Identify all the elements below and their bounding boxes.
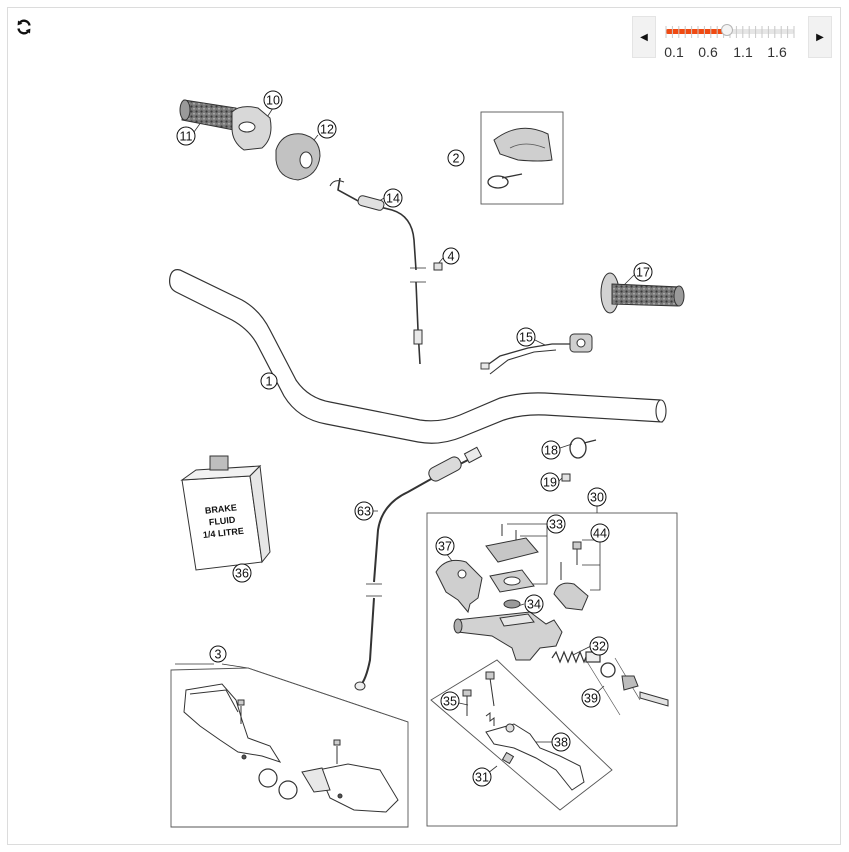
part-34-seal	[503, 599, 521, 609]
part-11-grip	[179, 99, 237, 131]
part-19-nut	[561, 473, 571, 482]
callout-label: 30	[590, 491, 604, 505]
zoom-tick-label: 1.1	[733, 44, 753, 60]
callout-37[interactable]: 37	[435, 536, 455, 556]
brake-fluid-label-line1: BRAKE	[204, 502, 237, 515]
zoom-slider-fill	[666, 29, 727, 34]
callout-36[interactable]: 36	[232, 563, 252, 583]
zoom-tick-label: 0.6	[698, 44, 718, 60]
zoom-out-button[interactable]: ◀	[632, 16, 656, 58]
zoom-slider-thumb[interactable]	[720, 24, 733, 36]
callout-4[interactable]: 4	[442, 247, 460, 265]
callout-label: 35	[443, 695, 457, 709]
callout-label: 37	[438, 540, 452, 554]
part-17-grip	[600, 272, 685, 314]
part-12-cover	[275, 133, 321, 181]
callout-35[interactable]: 35	[440, 691, 460, 711]
part-35-screw	[462, 671, 495, 726]
callout-label: 36	[235, 567, 249, 581]
part-2-clip	[487, 127, 553, 189]
part-3-handguards	[183, 683, 399, 813]
callout-label: 33	[549, 518, 563, 532]
callout-10[interactable]: 10	[263, 90, 283, 110]
callout-label: 17	[636, 266, 650, 280]
callout-32[interactable]: 32	[589, 636, 609, 656]
callout-19[interactable]: 19	[540, 472, 560, 492]
part-4-nut	[433, 262, 443, 271]
callout-2[interactable]: 2	[447, 149, 465, 167]
callout-33[interactable]: 33	[546, 514, 566, 534]
refresh-icon	[17, 19, 31, 35]
callout-30[interactable]: 30	[587, 487, 607, 507]
callout-label: 63	[357, 505, 371, 519]
zoom-tick-labels: 0.1 0.6 1.1 1.6	[664, 44, 804, 60]
zoom-control: ◀ 0.1 0.6 1.1 1.6 ▶	[632, 16, 833, 60]
part-36-brake-fluid: BRAKE FLUID 1/4 LITRE	[180, 455, 271, 571]
callout-label: 12	[320, 123, 334, 137]
triangle-right-icon: ▶	[816, 31, 824, 43]
callout-15[interactable]: 15	[516, 327, 536, 347]
callout-label: 31	[475, 771, 489, 785]
part-44-clamp	[553, 541, 589, 611]
zoom-tick-label: 1.6	[767, 44, 787, 60]
callout-3[interactable]: 3	[209, 645, 227, 663]
part-1-handlebar	[169, 269, 667, 444]
callout-label: 15	[519, 331, 533, 345]
callout-11[interactable]: 11	[176, 126, 196, 146]
callout-label: 18	[544, 444, 558, 458]
box-item-3	[170, 667, 409, 828]
callout-label: 1	[266, 375, 273, 389]
reset-view-button[interactable]	[14, 17, 34, 37]
zoom-in-button[interactable]: ▶	[808, 16, 832, 58]
callout-63[interactable]: 63	[354, 501, 374, 521]
callout-label: 19	[543, 476, 557, 490]
callout-label: 10	[266, 94, 280, 108]
box-item-2	[480, 111, 564, 205]
callout-1[interactable]: 1	[260, 372, 278, 390]
part-14-cable	[329, 177, 426, 365]
leader-lines	[175, 107, 635, 778]
part-63-cable	[354, 446, 483, 691]
callout-label: 4	[448, 250, 455, 264]
callout-label: 32	[592, 640, 606, 654]
callout-14[interactable]: 14	[383, 188, 403, 208]
callout-31[interactable]: 31	[472, 767, 492, 787]
callout-12[interactable]: 12	[317, 119, 337, 139]
box-item-30	[426, 512, 678, 827]
callout-label: 14	[386, 192, 400, 206]
callout-label: 44	[593, 527, 607, 541]
brake-fluid-label-line2: FLUID	[208, 515, 236, 528]
callout-label: 39	[584, 692, 598, 706]
part-33-cover	[485, 524, 539, 593]
part-10-throttle	[231, 106, 272, 151]
callout-17[interactable]: 17	[633, 262, 653, 282]
part-30-master-cylinder	[453, 611, 563, 661]
part-15-switch	[480, 333, 593, 375]
callout-label: 3	[215, 648, 222, 662]
callout-label: 2	[453, 152, 460, 166]
triangle-left-icon: ◀	[640, 31, 648, 43]
box-item-31	[430, 659, 613, 811]
zoom-tick-label: 0.1	[664, 44, 684, 60]
callouts: 1 2 3 4 10 11 12 14 15 17 18 19 30 31 32…	[176, 90, 653, 787]
callout-label: 11	[180, 130, 193, 144]
zoom-slider[interactable]	[664, 22, 798, 42]
callout-44[interactable]: 44	[590, 523, 610, 543]
part-37-clamp	[435, 559, 483, 614]
part-38-lever	[485, 723, 585, 791]
callout-34[interactable]: 34	[524, 594, 544, 614]
brake-fluid-label-line3: 1/4 LITRE	[202, 526, 244, 540]
callout-18[interactable]: 18	[541, 440, 561, 460]
callout-39[interactable]: 39	[581, 688, 601, 708]
callout-38[interactable]: 38	[551, 732, 571, 752]
callout-label: 34	[527, 598, 541, 612]
part-39-boot	[600, 662, 669, 707]
callout-label: 38	[554, 736, 568, 750]
part-18-clip	[569, 437, 597, 459]
